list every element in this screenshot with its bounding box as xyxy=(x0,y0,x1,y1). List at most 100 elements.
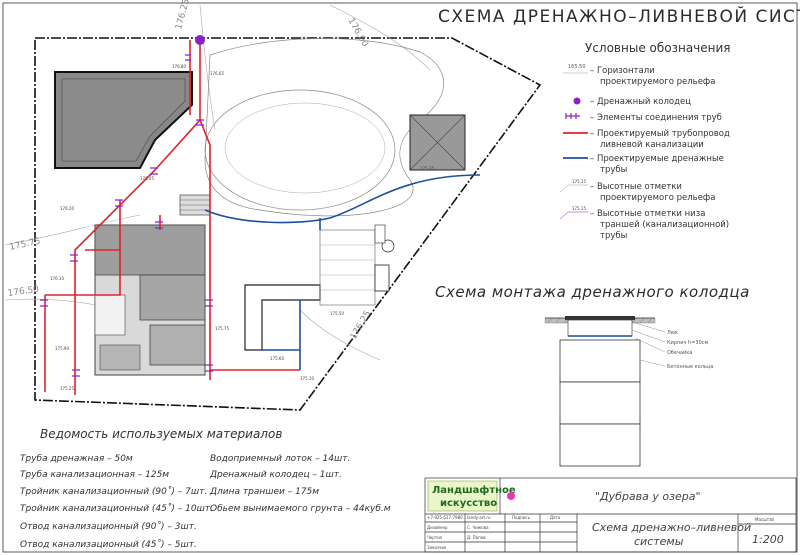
materials-item: Обьем вынимаемого грунта – 44куб.м xyxy=(210,504,391,514)
well-label: Люк xyxy=(667,330,678,336)
legend-elev-sample: 175.15 xyxy=(572,179,586,184)
legend-elev-sample: 175.15 xyxy=(572,206,586,211)
legend-item-label: – Горизонтали xyxy=(590,66,655,76)
role-drafter: Чертил xyxy=(427,535,443,540)
contour-label: 175.75 xyxy=(9,237,42,253)
svg-text:Ландшафтное: Ландшафтное xyxy=(432,484,516,496)
legend-item-label: трубы xyxy=(600,165,627,175)
legend-item-label: – Высотные отметки xyxy=(590,182,682,192)
materials-heading: Ведомость используемых материалов xyxy=(40,427,282,441)
well-label: Обечайка xyxy=(667,349,692,356)
legend-contour-sample: 165.50 xyxy=(568,64,586,70)
name-designer: С. Чижова xyxy=(467,525,489,530)
brick-ring xyxy=(567,319,633,337)
pool-water xyxy=(61,78,186,162)
well-title: Схема монтажа дренажного колодца xyxy=(435,283,750,301)
terrace xyxy=(319,229,376,306)
well-label: Бетонные кольца xyxy=(667,364,713,370)
contour-line xyxy=(299,309,381,361)
bench xyxy=(374,264,390,292)
contour-label: 176.25 xyxy=(174,0,192,31)
name-drafter: Д. Попов xyxy=(467,535,486,540)
materials-item: Труба дренажная – 50м xyxy=(20,454,133,464)
contour-label: 176.50 xyxy=(7,285,40,299)
legend-item-label: – Проектируемые дренажные xyxy=(590,154,724,164)
legend-item-label: – Высотные отметки низа xyxy=(590,209,705,219)
legend-item-label: проектируемого рельефа xyxy=(600,77,715,87)
title-block xyxy=(424,477,797,553)
elevation-mark: 176.20 xyxy=(60,206,74,211)
svg-text:искусство: искусство xyxy=(440,498,497,509)
materials-item: Отвод канализационный (45˚) – 5шт. xyxy=(20,539,197,550)
elevation-mark: 175.90 xyxy=(55,346,69,351)
company-logo: Ландшафтное искусство xyxy=(427,480,516,512)
page-title: СХЕМА ДРЕНАЖНО–ЛИВНЕВОЙ СИСТЕМЫ xyxy=(438,5,800,27)
site-plan: 175.75 176.50 176.25 176.00 176.25 xyxy=(4,0,542,411)
materials-item: Водоприемный лоток – 14шт. xyxy=(210,454,350,464)
contour-line xyxy=(199,4,216,131)
materials-item: Тройник канализационный (45˚) – 10шт. xyxy=(20,503,213,514)
sheet-title-line1: Схема дренажно–ливневой xyxy=(592,521,751,534)
elevation-mark: 176.10 xyxy=(50,276,64,281)
contour-label: 176.25 xyxy=(349,309,373,341)
elevation-mark: 176.65 xyxy=(210,71,224,76)
well-installation: Схема монтажа дренажного колодца Люк Кир… xyxy=(435,283,750,467)
drainage-well xyxy=(195,35,205,45)
elevation-mark: 175.50 xyxy=(330,311,344,316)
contour-line xyxy=(329,4,431,71)
role-designer: Дизайнер xyxy=(427,525,448,530)
legend-item-label: ливневой канализации xyxy=(600,140,704,150)
manhole-cover xyxy=(565,316,635,320)
elevation-marks: 176.80 176.65 176.45 176.20 176.10 175.9… xyxy=(50,64,434,391)
col-date: Дата xyxy=(550,515,561,520)
oval-lawn-inner xyxy=(224,102,386,194)
scale-value: 1:200 xyxy=(752,533,784,546)
materials-list: Ведомость используемых материалов Труба … xyxy=(20,427,391,550)
contour-label: 176.00 xyxy=(345,17,370,50)
sheet-title-line2: системы xyxy=(634,535,684,548)
legend: Условные обозначения 165.50 – Горизонтал… xyxy=(559,41,731,241)
project-name: "Дубрава у озера" xyxy=(595,490,701,503)
elevation-mark: 176.80 xyxy=(172,64,186,69)
materials-item: Тройник канализационный (90˚) – 7шт. xyxy=(20,486,207,497)
contour-line xyxy=(4,298,96,306)
elevation-mark: 175.25 xyxy=(60,386,74,391)
role-client: Заказчик xyxy=(427,545,447,550)
house xyxy=(94,194,211,376)
lawn-area xyxy=(204,38,445,217)
materials-item: Дренажный колодец – 1шт. xyxy=(209,470,342,480)
drainage-pipes xyxy=(204,174,481,370)
elevation-mark: 175.10 xyxy=(300,376,314,381)
materials-item: Труба канализационная – 125м xyxy=(20,470,169,480)
legend-item-label: – Дренажный колодец xyxy=(590,97,691,107)
elevation-mark: 175.60 xyxy=(270,356,284,361)
planter xyxy=(381,239,395,253)
legend-well-symbol xyxy=(573,97,581,105)
materials-item: Отвод канализационный (90˚) – 3шт. xyxy=(20,521,197,532)
elevation-mark: 176.45 xyxy=(140,176,154,181)
oval-lawn xyxy=(204,89,396,211)
concrete-ring xyxy=(559,423,641,467)
concrete-ring xyxy=(559,381,641,425)
concrete-ring xyxy=(559,339,641,383)
legend-heading: Условные обозначения xyxy=(585,41,731,55)
scale-label: Масштаб xyxy=(755,517,775,522)
elevation-mark: 175.35 xyxy=(420,166,434,171)
legend-item-label: – Элементы соединения труб xyxy=(590,113,722,123)
legend-item-label: траншей (канализационной) xyxy=(600,220,729,230)
legend-item-label: трубы xyxy=(600,231,627,241)
well-label: Кирпич h=30см xyxy=(667,340,709,346)
website: landy-art.ru xyxy=(467,515,491,520)
paving-path xyxy=(244,284,321,351)
elevation-mark: 175.75 xyxy=(215,326,229,331)
materials-item: Длина траншеи – 175м xyxy=(209,487,319,497)
col-sign: Подпись xyxy=(512,515,531,520)
legend-item-label: проектируемого рельефа xyxy=(600,193,715,203)
legend-item-label: – Проектируемый трубопровод xyxy=(590,129,730,139)
pipe-fittings xyxy=(40,54,213,377)
contour-line xyxy=(4,214,141,246)
bench xyxy=(374,224,386,244)
phone: +7-925-517-7980 xyxy=(427,515,463,520)
